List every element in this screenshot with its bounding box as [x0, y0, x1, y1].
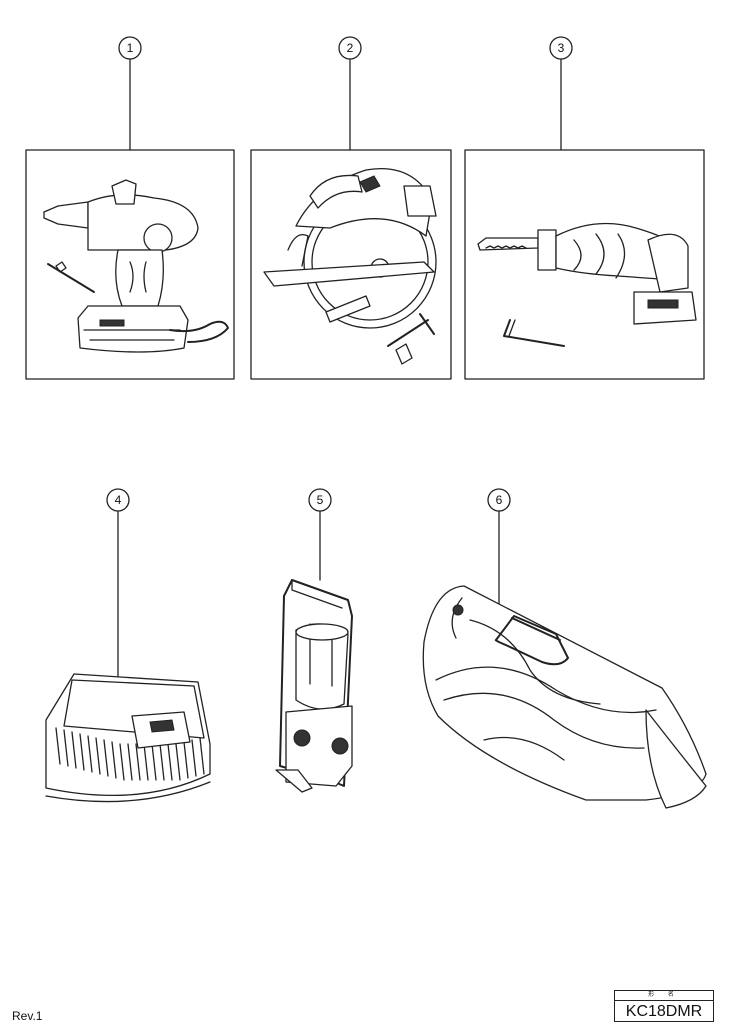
callout-2: 2: [338, 36, 362, 151]
callout-5: 5: [308, 488, 332, 581]
callout-1: 1: [118, 36, 142, 151]
callout-number: 2: [347, 41, 354, 55]
circular-saw-icon: [263, 167, 437, 365]
model-name: KC18DMR: [625, 1003, 703, 1020]
item-2-frame: [250, 149, 452, 380]
tool-bag-icon: [422, 585, 707, 809]
callout-number: 3: [558, 41, 565, 55]
model-header: 形 名: [615, 991, 713, 1001]
callout-4: 4: [106, 488, 130, 685]
callout-number: 6: [496, 493, 503, 507]
callout-number: 5: [317, 493, 324, 507]
callout-3: 3: [549, 36, 573, 151]
item-3-frame: [464, 149, 705, 380]
drill-driver-icon: [43, 179, 229, 353]
callout-6: 6: [487, 488, 511, 605]
item-1-frame: [25, 149, 235, 380]
work-light-icon: [275, 579, 353, 793]
callout-number: 1: [127, 41, 134, 55]
battery-charger-icon: [45, 673, 211, 803]
callout-number: 4: [115, 493, 122, 507]
revision-label: Rev.1: [12, 1009, 43, 1023]
reciprocating-saw-icon: [477, 222, 697, 347]
model-box: 形 名 KC18DMR: [614, 990, 714, 1022]
